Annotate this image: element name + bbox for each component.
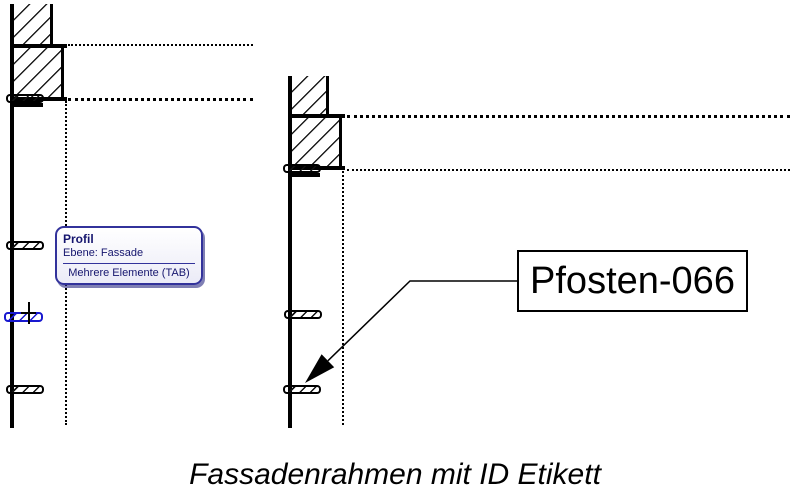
left-reference-line-lower <box>68 98 253 101</box>
tooltip-level: Ebene: Fassade <box>63 247 144 259</box>
left-anchor-bracket <box>13 103 43 107</box>
left-wall-divider-edge <box>10 44 67 48</box>
tooltip-category: Profil <box>63 232 94 246</box>
right-wall-divider-edge <box>288 114 345 118</box>
right-anchor-bracket <box>290 173 320 177</box>
right-reference-line-vertical <box>342 171 344 425</box>
tagged-anchor-plate[interactable] <box>283 385 321 394</box>
right-anchor-plate-2[interactable] <box>284 310 322 319</box>
crosshair-cursor-icon <box>21 302 36 324</box>
left-anchor-plate-1[interactable] <box>6 94 44 103</box>
left-reference-line-upper <box>68 44 253 46</box>
right-mullion-line[interactable] <box>288 76 292 428</box>
right-wall-section-upper[interactable] <box>292 76 329 114</box>
id-tag-text: Pfosten-066 <box>530 259 735 302</box>
leader-line <box>327 280 517 362</box>
figure-caption: Fassadenrahmen mit ID Etikett <box>189 458 601 491</box>
left-wall-section-lower[interactable] <box>14 48 64 97</box>
right-anchor-plate-1[interactable] <box>283 164 321 173</box>
id-tag[interactable]: Pfosten-066 <box>517 250 748 312</box>
right-reference-line-lower <box>347 169 790 171</box>
left-anchor-plate-2[interactable] <box>6 241 44 250</box>
left-wall-section-upper[interactable] <box>14 4 53 44</box>
right-wall-section-lower[interactable] <box>292 118 342 166</box>
left-anchor-plate-3[interactable] <box>6 385 44 394</box>
right-reference-line-upper <box>347 115 790 118</box>
left-mullion-line[interactable] <box>10 4 14 428</box>
element-tooltip: Profil Ebene: Fassade Mehrere Elemente (… <box>55 226 203 285</box>
leader-arrowhead-icon <box>305 354 335 383</box>
tooltip-tab-hint: Mehrere Elemente (TAB) <box>63 263 195 280</box>
